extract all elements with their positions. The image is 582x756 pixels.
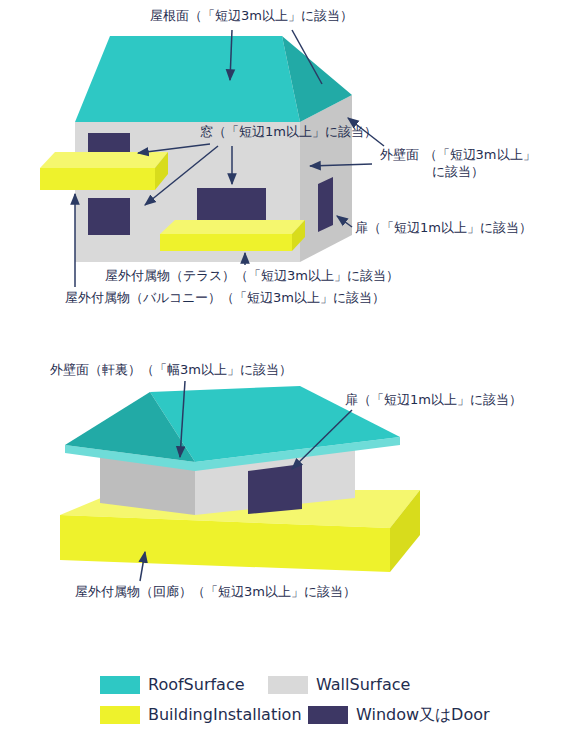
leader-arrow <box>310 164 372 166</box>
house-bottom <box>60 386 420 572</box>
door <box>248 464 302 514</box>
callout-label: 扉（「短辺1m以上」に該当） <box>345 392 522 409</box>
terrace-front <box>160 234 292 251</box>
legend-swatch <box>100 706 140 724</box>
balcony-top <box>40 152 168 168</box>
house-top <box>40 36 352 262</box>
legend-label: RoofSurface <box>148 675 245 694</box>
door <box>318 177 333 232</box>
balcony-front <box>40 168 155 190</box>
callout-label: 屋根面（「短辺3m以上」に該当） <box>150 8 353 25</box>
callout-label: 屋外付属物（テラス）（「短辺3m以上」に該当） <box>105 268 399 285</box>
leader-arrow <box>337 216 352 227</box>
legend-swatch <box>308 706 348 724</box>
terrace-side <box>292 220 305 251</box>
front-wall <box>75 122 300 262</box>
leader-arrow <box>138 144 210 153</box>
roof-side <box>282 36 352 122</box>
leader-lines <box>75 30 384 581</box>
leader-arrow <box>292 410 352 469</box>
window <box>197 188 266 224</box>
corridor-side <box>390 490 420 572</box>
corridor-front <box>60 515 390 572</box>
leader-line <box>292 30 322 84</box>
side-wall <box>300 95 352 262</box>
callout-label: 屋外付属物（回廊）（「短辺3m以上」に該当） <box>75 584 356 601</box>
callout-label: 扉（「短辺1m以上」に該当） <box>355 220 532 237</box>
legend-swatch <box>268 676 308 694</box>
leader-arrow <box>180 381 185 457</box>
leader-arrow <box>140 552 145 581</box>
roof-front <box>75 36 300 122</box>
legend-label: Window又はDoor <box>356 705 490 724</box>
leader-arrow <box>74 194 76 287</box>
balcony-side <box>155 152 168 190</box>
terrace-top <box>160 220 305 234</box>
legend-label: WallSurface <box>316 675 410 694</box>
legend-swatch <box>100 676 140 694</box>
roof-hip <box>65 392 195 462</box>
leader-arrow <box>230 30 232 80</box>
leader-arrow <box>231 146 233 184</box>
callout-label: 外壁面 （「短辺3m以上」に該当） <box>368 147 548 181</box>
callout-label: 屋外付属物（バルコニー）（「短辺3m以上」に該当） <box>65 290 385 307</box>
callout-label: 外壁面（軒裏）（「幅3m以上」に該当） <box>50 362 292 379</box>
leader-arrow <box>145 146 218 205</box>
legend-label: BuildingInstallation <box>148 705 302 724</box>
callout-label: 窓（「短辺1m以上」に該当） <box>200 124 377 141</box>
leader-arrow <box>244 253 246 265</box>
window <box>88 198 130 235</box>
